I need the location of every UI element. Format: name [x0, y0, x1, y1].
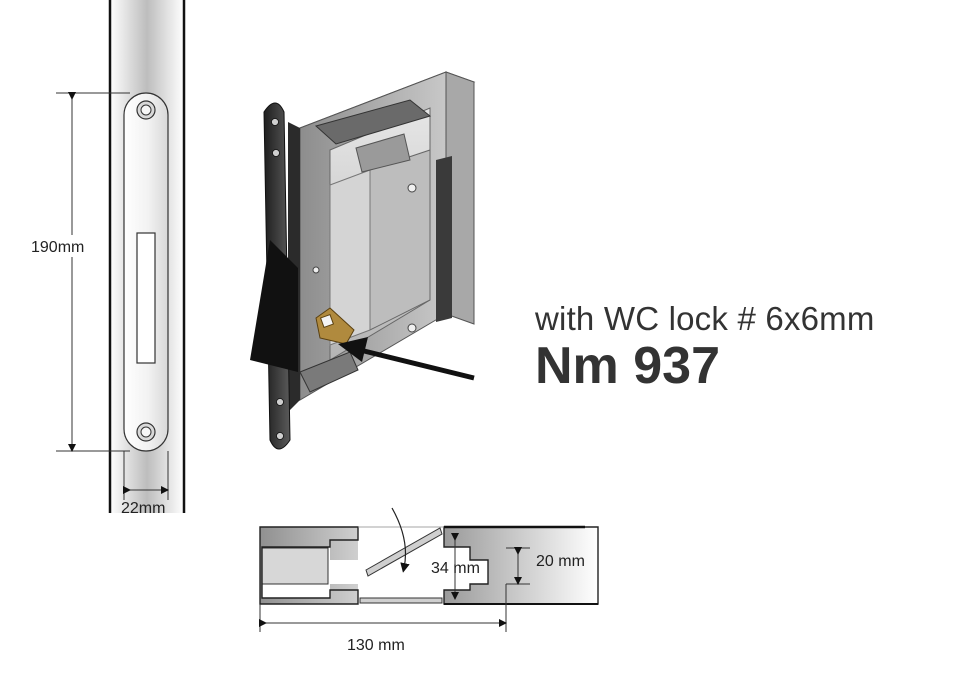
lock-body-illustration: [250, 71, 476, 450]
latch-slot: [136, 232, 156, 364]
cavity-height-dimension: 34 mm: [431, 533, 480, 600]
width-dimension: 22mm: [121, 451, 169, 517]
wc-follower: [315, 307, 355, 345]
depth-dimension: 130 mm: [259, 584, 507, 654]
latch-tongue: [250, 240, 298, 372]
width-label: 22mm: [121, 500, 165, 517]
screw-hole-top: [136, 100, 156, 120]
screw-hole-bottom: [136, 422, 156, 442]
height-dimension: 190mm: [28, 92, 130, 452]
faceplate: [123, 92, 169, 452]
height-label: 190mm: [31, 239, 84, 256]
cavity-height-label: 34 mm: [431, 560, 480, 577]
depth-label: 130 mm: [347, 637, 405, 654]
product-callout: with WC lock # 6x6mm Nm 937: [535, 300, 875, 396]
pointer-arrow: [338, 337, 475, 381]
wc-lock-feature-label: with WC lock # 6x6mm: [535, 300, 875, 337]
model-number: Nm 937: [535, 337, 720, 395]
thickness-label: 20 mm: [536, 553, 585, 570]
thickness-dimension: 20 mm: [506, 547, 585, 585]
